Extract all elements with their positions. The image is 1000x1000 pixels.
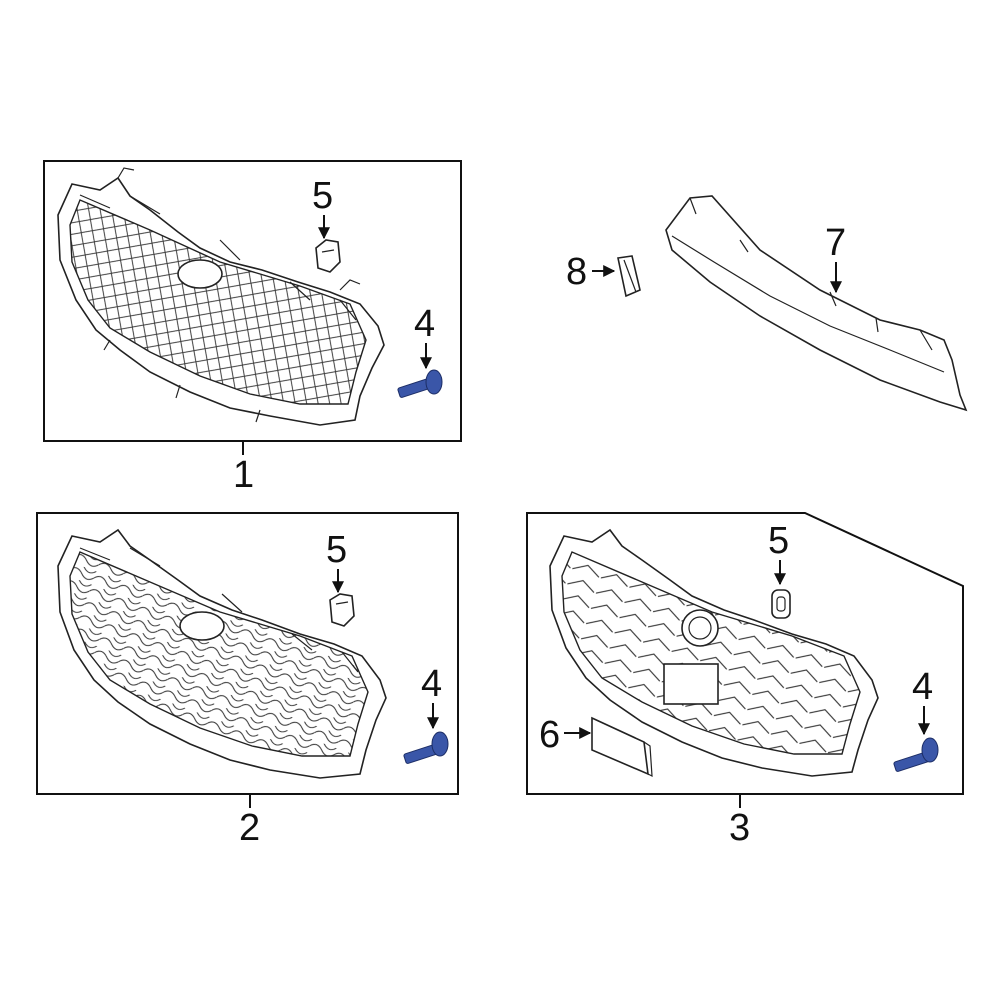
bolt-icon[interactable] xyxy=(397,369,443,398)
clip-8[interactable] xyxy=(617,255,641,298)
emblem-mount-3 xyxy=(681,609,719,647)
frame-3 xyxy=(526,512,964,795)
callout-4-b: 4 xyxy=(421,663,442,705)
callout-5-a: 5 xyxy=(312,175,333,217)
bolt-icon[interactable] xyxy=(893,737,939,772)
upper-trim-panel-7[interactable] xyxy=(665,195,968,412)
frame-2 xyxy=(36,512,459,795)
bolt-icon[interactable] xyxy=(403,731,449,764)
grille-assembly-2[interactable] xyxy=(57,528,387,779)
callout-7: 7 xyxy=(825,222,846,264)
group-2: 5 4 2 xyxy=(36,512,459,849)
grille-assembly-3[interactable] xyxy=(549,528,879,777)
callout-5-c: 5 xyxy=(768,520,789,562)
clip-5-c[interactable] xyxy=(771,589,791,619)
callout-2: 2 xyxy=(239,807,260,849)
grille-assembly-1[interactable] xyxy=(57,167,385,426)
callout-8: 8 xyxy=(566,251,587,293)
group-3: 5 6 4 3 xyxy=(526,512,964,849)
cover-6[interactable] xyxy=(591,716,653,778)
group-1: 5 4 1 xyxy=(43,160,462,496)
callout-3: 3 xyxy=(729,807,750,849)
group-7-8: 7 8 xyxy=(566,195,968,412)
callout-6: 6 xyxy=(539,714,560,756)
plate-recess xyxy=(663,663,719,705)
frame-1 xyxy=(43,160,462,442)
clip-5-a[interactable] xyxy=(315,239,341,273)
clip-5-b[interactable] xyxy=(329,593,355,627)
callout-1: 1 xyxy=(233,454,254,496)
emblem-mount-1 xyxy=(177,259,223,289)
callout-5-b: 5 xyxy=(326,529,347,571)
callout-4-c: 4 xyxy=(912,666,933,708)
callout-4-a: 4 xyxy=(414,303,435,345)
emblem-mount-2 xyxy=(179,611,225,641)
